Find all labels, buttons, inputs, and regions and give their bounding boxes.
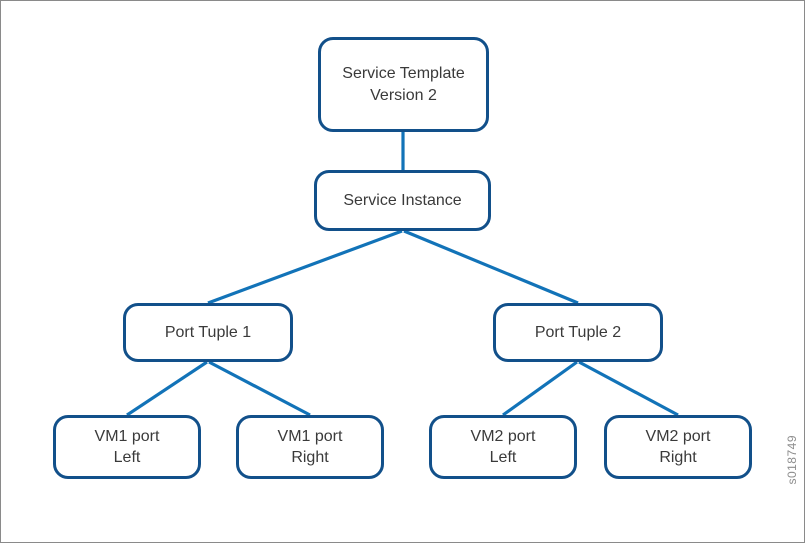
edge-pt1-to-vm1-right (208, 360, 311, 417)
node-vm2-port-left-label: VM2 port Left (470, 427, 536, 466)
edge-instance-to-pt2 (403, 229, 579, 305)
node-service-template-label: Service Template Version 2 (342, 65, 465, 104)
edge-pt1-to-vm1-left (126, 360, 208, 417)
node-service-template[interactable]: Service Template Version 2 (318, 37, 489, 132)
node-port-tuple-1-label: Port Tuple 1 (164, 323, 252, 341)
node-service-instance[interactable]: Service Instance (314, 170, 491, 231)
node-vm1-port-left-label: VM1 port Left (94, 427, 160, 466)
node-vm2-port-left[interactable]: VM2 port Left (429, 415, 577, 479)
edge-instance-to-pt1 (207, 229, 403, 305)
edge-pt2-to-vm2-left (502, 360, 578, 417)
node-port-tuple-1[interactable]: Port Tuple 1 (123, 303, 293, 362)
node-port-tuple-2[interactable]: Port Tuple 2 (493, 303, 663, 362)
edge-pt2-to-vm2-right (578, 360, 679, 417)
node-vm1-port-right[interactable]: VM1 port Right (236, 415, 384, 479)
node-vm1-port-right-label: VM1 port Right (277, 427, 343, 466)
watermark-id: s018749 (785, 435, 799, 485)
node-vm1-port-left[interactable]: VM1 port Left (53, 415, 201, 479)
node-vm2-port-right-label: VM2 port Right (645, 427, 711, 466)
node-vm2-port-right[interactable]: VM2 port Right (604, 415, 752, 479)
node-port-tuple-2-label: Port Tuple 2 (534, 323, 622, 341)
node-service-instance-label: Service Instance (343, 191, 462, 209)
